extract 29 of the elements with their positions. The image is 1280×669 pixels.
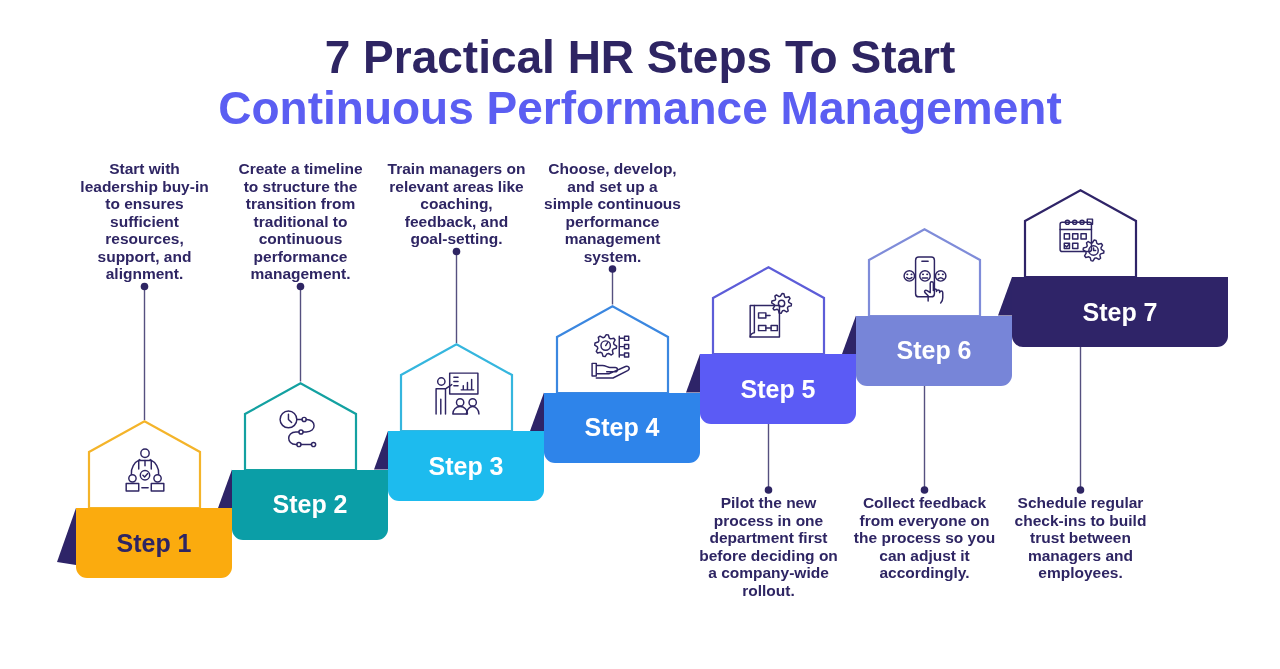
leader-line	[608, 265, 617, 306]
step-banner: Step 5	[700, 354, 856, 424]
step-banner: Step 1	[76, 508, 232, 578]
leader-line	[452, 247, 461, 344]
house-frame	[868, 227, 981, 316]
leader-line	[1076, 346, 1085, 494]
house-frame	[88, 420, 201, 508]
step-description: Schedule regular check-ins to build trust between managers and employees.	[1005, 494, 1156, 582]
step-banner: Step 4	[544, 392, 700, 463]
step-description: Start with leadership buy-in to ensures sufficient resources, support, and alignment.	[74, 160, 215, 283]
leader-line	[764, 423, 773, 494]
step-description: Collect feedback from everyone on the process so you can adjust it accordingly.	[849, 494, 1000, 582]
house-frame	[400, 343, 513, 431]
step-banner: Step 6	[856, 315, 1012, 386]
step-description: Train managers on relevant areas like coaching, feedback, and goal-setting.	[386, 160, 527, 248]
house-frame	[556, 304, 669, 393]
step-description: Create a timeline to structure the transition from traditional to continuous performance management.	[230, 160, 371, 283]
leader-line	[296, 282, 305, 383]
step-description: Pilot the new process in one department first before deciding on a company-wide rollout.	[693, 494, 844, 599]
house-frame	[712, 266, 825, 354]
leader-line	[140, 282, 149, 421]
leader-line	[920, 384, 929, 494]
step-banner: Step 2	[232, 469, 388, 540]
house-frame	[244, 381, 357, 470]
house-frame	[1024, 189, 1137, 277]
step-banner: Step 7	[1012, 277, 1228, 347]
step-banner: Step 3	[388, 431, 544, 501]
title: 7 Practical HR Steps To Start Continuous Performance Management	[218, 32, 1062, 134]
step-description: Choose, develop, and set up a simple continuous performance management system.	[542, 160, 683, 265]
